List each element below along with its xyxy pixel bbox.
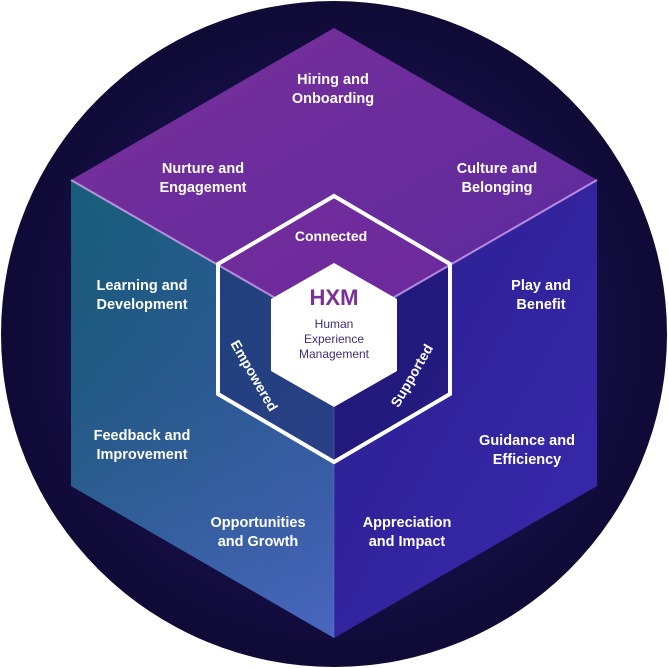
label-learning-development-2: Development: [96, 297, 187, 313]
center-subtitle-1: Human: [315, 317, 354, 331]
label-appreciation-impact-1: Appreciation: [363, 515, 452, 531]
center-hexagon: [271, 263, 397, 407]
center-subtitle-3: Management: [299, 347, 370, 361]
center-subtitle-2: Experience: [304, 332, 364, 346]
label-guidance-efficiency-2: Efficiency: [493, 452, 562, 468]
label-learning-development-1: Learning and: [96, 278, 187, 294]
ring-label-connected: Connected: [295, 228, 367, 244]
label-opportunities-growth-1: Opportunities: [210, 515, 305, 531]
label-hiring-onboarding-2: Onboarding: [292, 91, 374, 107]
label-appreciation-impact-2: and Impact: [369, 534, 446, 550]
hxm-title: HXM: [310, 285, 359, 310]
outer-hexagon: [216, 193, 452, 465]
label-opportunities-growth-2: and Growth: [218, 534, 299, 550]
label-guidance-efficiency-1: Guidance and: [479, 433, 575, 449]
label-culture-belonging-1: Culture and: [457, 161, 538, 177]
label-feedback-improvement-1: Feedback and: [94, 428, 191, 444]
label-feedback-improvement-2: Improvement: [96, 447, 187, 463]
label-play-benefit-1: Play and: [511, 278, 571, 294]
label-nurture-engagement-1: Nurture and: [162, 161, 244, 177]
label-play-benefit-2: Benefit: [516, 297, 565, 313]
label-hiring-onboarding-1: Hiring and: [297, 72, 369, 88]
label-culture-belonging-2: Belonging: [462, 180, 533, 196]
label-nurture-engagement-2: Engagement: [159, 180, 246, 196]
